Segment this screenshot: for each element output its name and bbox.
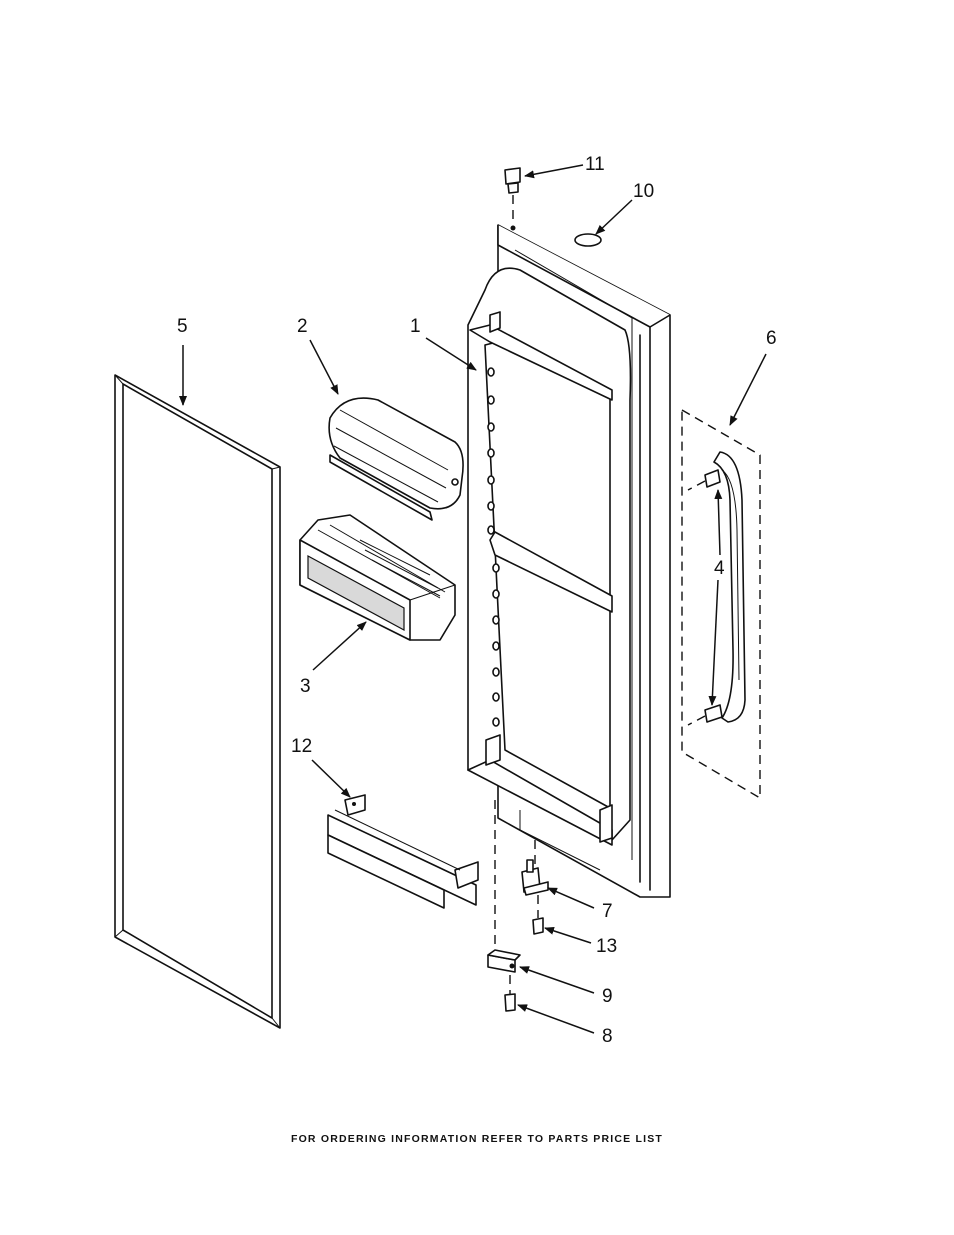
door-gasket-part-5 (114, 374, 281, 1029)
leader-7 (547, 887, 595, 909)
callout-10: 10 (633, 181, 654, 202)
callout-8: 8 (602, 1026, 613, 1047)
leader-2 (309, 339, 339, 395)
button-part-10 (574, 233, 602, 247)
leader-10 (595, 199, 633, 235)
callout-3: 3 (300, 676, 311, 697)
hinge-part-7 (521, 859, 549, 896)
hinge-bracket-part-9 (487, 949, 521, 973)
callout-1: 1 (410, 316, 421, 337)
leader-4-up (714, 489, 723, 556)
door-liner-part-1 (467, 224, 671, 898)
callout-9: 9 (602, 986, 613, 1007)
leader-12 (311, 759, 351, 798)
callout-2: 2 (297, 316, 308, 337)
leader-arrows (179, 164, 767, 1034)
callout-7: 7 (602, 901, 613, 922)
leader-8 (517, 1004, 595, 1034)
dairy-door-part-2 (328, 397, 464, 521)
leader-6 (729, 353, 767, 426)
door-bin-part-3 (299, 514, 456, 641)
handle-screw-upper-part-4 (687, 469, 721, 491)
ordering-info-footer: FOR ORDERING INFORMATION REFER TO PARTS … (290, 1133, 664, 1145)
callout-6: 6 (766, 328, 777, 349)
leader-3 (312, 621, 367, 671)
callout-12: 12 (291, 736, 312, 757)
door-handle-part-6 (681, 408, 761, 800)
handle-screw-lower-part-4 (687, 704, 723, 726)
leader-13 (544, 926, 592, 944)
lower-bin-part-12 (327, 794, 479, 909)
leader-1 (425, 337, 477, 371)
callout-5: 5 (177, 316, 188, 337)
callout-11: 11 (585, 154, 605, 175)
leader-4-down (708, 579, 719, 706)
callout-13: 13 (596, 936, 617, 957)
leader-11 (524, 164, 584, 179)
callout-4: 4 (714, 558, 725, 579)
plug-part-11 (504, 167, 521, 231)
leader-9 (519, 966, 595, 994)
screw-part-8 (504, 975, 516, 1012)
screw-part-13 (532, 895, 544, 935)
shelf-hole-column (487, 367, 500, 727)
